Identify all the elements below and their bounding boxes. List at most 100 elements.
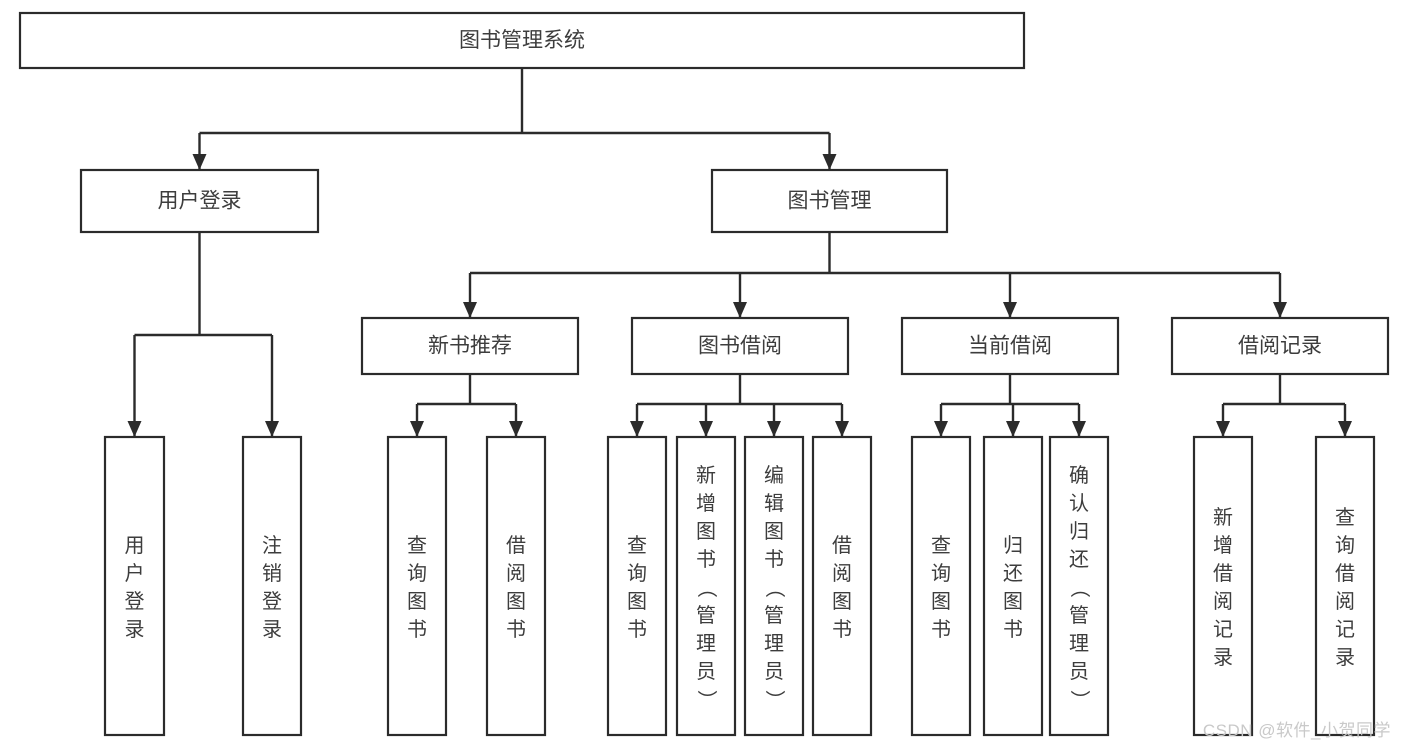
svg-text:查: 查 [407,534,427,557]
svg-text:图: 图 [1003,591,1023,613]
svg-text:记: 记 [1213,618,1233,641]
svg-text:注: 注 [262,534,282,557]
svg-text:阅: 阅 [1335,590,1355,613]
svg-text:书: 书 [931,618,951,641]
node-label-new-book-rec: 新书推荐 [428,335,512,358]
arrow-head-icon [1006,421,1020,437]
node-box-leaf-query-book-2[interactable] [606,435,668,737]
node-box-leaf-return-book[interactable] [982,435,1044,737]
svg-text:新: 新 [1213,506,1233,529]
svg-text:图: 图 [696,521,716,543]
svg-text:借: 借 [1213,562,1233,585]
svg-text:员: 员 [764,661,784,683]
node-box-leaf-query-book-3[interactable] [910,435,972,737]
arrow-head-icon [733,302,747,318]
svg-text:图: 图 [407,591,427,613]
svg-text:归: 归 [1003,534,1023,557]
svg-text:书: 书 [627,618,647,641]
svg-text:新: 新 [696,464,716,487]
svg-text:归: 归 [1069,520,1089,543]
svg-text:查: 查 [627,534,647,557]
arrow-head-icon [822,154,837,170]
node-box-root[interactable] [18,11,1026,70]
svg-text:员: 员 [696,661,716,683]
svg-text:录: 录 [1335,647,1355,669]
node-label-current-borrow: 当前借阅 [968,335,1052,358]
node-box-leaf-query-record[interactable] [1314,435,1376,737]
svg-text:）: ） [763,690,786,710]
arrow-head-icon [767,421,781,437]
svg-text:查: 查 [1335,506,1355,529]
connectors-layer [127,68,1352,437]
svg-text:理: 理 [764,633,784,655]
svg-text:管: 管 [696,604,716,627]
svg-text:图: 图 [931,591,951,613]
svg-text:图: 图 [506,591,526,613]
svg-text:借: 借 [506,534,526,557]
arrow-head-icon [1003,302,1017,318]
svg-text:认: 认 [1069,492,1089,515]
arrow-head-icon [1072,421,1086,437]
arrow-head-icon [463,302,477,318]
svg-text:图: 图 [764,521,784,543]
svg-text:阅: 阅 [1213,590,1233,613]
svg-text:增: 增 [696,492,716,515]
node-box-book-manage[interactable] [710,168,949,234]
arrow-head-icon [410,421,424,437]
node-box-leaf-add-book[interactable] [675,435,737,737]
arrow-head-icon [192,154,207,170]
svg-text:登: 登 [125,590,145,613]
svg-text:（: （ [695,578,718,598]
svg-text:书: 书 [1003,618,1023,641]
node-box-leaf-user-login[interactable] [103,435,166,737]
node-label-root: 图书管理系统 [459,29,585,52]
node-box-leaf-borrow-book-1[interactable] [485,435,547,737]
node-label-borrow-record: 借阅记录 [1238,335,1322,358]
svg-text:借: 借 [1335,562,1355,585]
svg-text:销: 销 [262,562,282,585]
node-box-leaf-add-record[interactable] [1192,435,1254,737]
node-label-leaf-user-login: 用户登录 [125,535,145,641]
arrow-head-icon [1216,421,1230,437]
svg-text:图: 图 [627,591,647,613]
svg-text:确: 确 [1069,464,1089,487]
svg-text:书: 书 [696,548,716,571]
svg-text:编: 编 [764,464,784,487]
node-box-leaf-borrow-book-2[interactable] [811,435,873,737]
node-box-leaf-query-book-1[interactable] [386,435,448,737]
svg-text:询: 询 [407,562,427,585]
node-boxes-layer [18,11,1390,737]
node-box-leaf-confirm-return[interactable] [1048,435,1110,737]
node-box-leaf-user-logout[interactable] [241,435,303,737]
arrow-head-icon [1338,421,1352,437]
node-box-new-book-rec[interactable] [360,316,580,376]
svg-text:书: 书 [832,618,852,641]
svg-text:查: 查 [931,534,951,557]
node-box-user-login[interactable] [79,168,320,234]
arrow-head-icon [934,421,948,437]
svg-text:（: （ [763,578,786,598]
svg-text:询: 询 [931,562,951,585]
svg-text:辑: 辑 [764,492,784,515]
node-box-borrow-record[interactable] [1170,316,1390,376]
arrow-head-icon [699,421,713,437]
node-label-user-login: 用户登录 [158,190,242,213]
svg-text:户: 户 [125,562,145,585]
node-box-current-borrow[interactable] [900,316,1120,376]
node-label-book-borrow: 图书借阅 [698,335,782,358]
svg-text:借: 借 [832,534,852,557]
node-box-book-borrow[interactable] [630,316,850,376]
arrow-head-icon [1273,302,1287,318]
arrow-head-icon [630,421,644,437]
node-box-leaf-edit-book[interactable] [743,435,805,737]
svg-text:用: 用 [125,535,145,557]
svg-text:记: 记 [1335,618,1355,641]
